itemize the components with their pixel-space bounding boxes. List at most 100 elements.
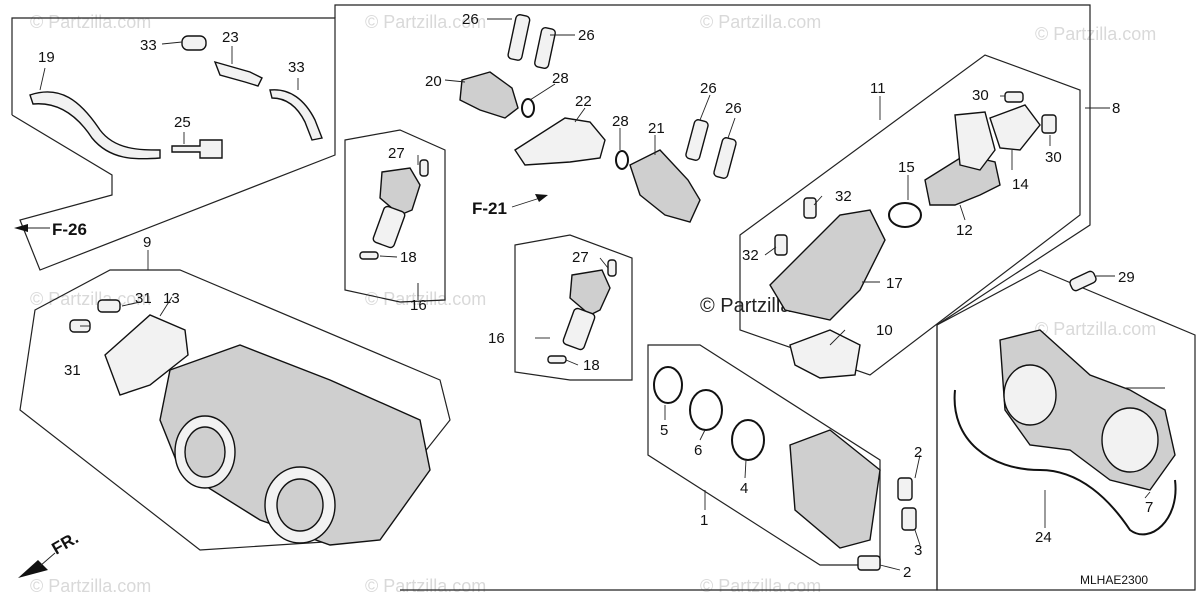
callout-17: 17: [886, 275, 903, 292]
callout-1: 1: [700, 512, 708, 529]
injector-16b-body: [562, 307, 596, 351]
injector-16-top: [379, 167, 421, 216]
leader-lines: [39, 18, 1165, 571]
watermark: © Partzilla.com: [700, 576, 821, 596]
callout-30: 30: [972, 87, 989, 104]
callout-28: 28: [552, 70, 569, 87]
main-frame: [334, 4, 1091, 591]
joint-23: [213, 60, 263, 87]
callout-32: 32: [835, 188, 852, 205]
actuator-group-outline: [739, 54, 1081, 376]
oring-27: [419, 159, 429, 177]
callout-18: 18: [400, 249, 417, 266]
hose-33-right: [269, 89, 323, 141]
callout-26: 26: [700, 80, 717, 97]
watermark: © Partzilla.com: [365, 576, 486, 596]
gasket-24: [953, 389, 1177, 536]
callout-33: 33: [288, 59, 305, 76]
callout-29: 29: [1118, 269, 1135, 286]
gasket-5: [653, 366, 683, 404]
injector-16b-top: [569, 269, 611, 316]
watermark: © Partzilla.com: [700, 12, 821, 32]
bolt-26a: [507, 14, 531, 61]
bolt-2a: [897, 477, 913, 501]
plate-14: [989, 104, 1041, 151]
callout-18: 18: [583, 357, 600, 374]
callout-27: 27: [572, 249, 589, 266]
callout-30: 30: [1045, 149, 1062, 166]
callout-20: 20: [425, 73, 442, 90]
callout-2: 2: [914, 444, 922, 461]
bolt-31-upper: [97, 299, 121, 313]
callout-22: 22: [575, 93, 592, 110]
bolt-26b: [534, 27, 556, 69]
arrow-front-icon: [18, 560, 48, 578]
callout-2: 2: [903, 564, 911, 581]
arrow-f26-icon: [14, 224, 28, 232]
oring-15: [888, 202, 922, 228]
bolt-26d: [713, 137, 737, 179]
unit-1: [789, 429, 881, 549]
gasket-6: [689, 389, 723, 431]
throttle-bore-right-inner: [276, 478, 324, 532]
callout-7: 7: [1145, 499, 1153, 516]
callout-8: 8: [1112, 100, 1120, 117]
sensor-top-12: [954, 111, 996, 171]
fuel-rail-parts: [459, 14, 737, 223]
callout-4: 4: [740, 480, 748, 497]
callout-26: 26: [725, 100, 742, 117]
watermark: © Partzilla.com: [1035, 319, 1156, 339]
hose-19: [29, 91, 161, 160]
bracket-13: [104, 314, 189, 396]
gasket-10: [789, 329, 861, 379]
callout-31: 31: [64, 362, 81, 379]
callout-12: 12: [956, 222, 973, 239]
ref-f26: F-26: [52, 220, 87, 239]
bolt-32b: [774, 234, 788, 256]
callout-24: 24: [1035, 529, 1052, 546]
oring-28b: [615, 150, 629, 170]
arrow-f21-icon: [535, 194, 548, 202]
injector-box-1: [344, 129, 446, 303]
cover-7-lobe-left: [1003, 364, 1057, 426]
group-outlines: [11, 4, 1196, 591]
callouts: 19 33 23 33 25 9 31 13 31 27 18 16 26 26…: [38, 11, 1153, 581]
injector-box-2: [514, 234, 633, 381]
callout-26: 26: [578, 27, 595, 44]
callout-23: 23: [222, 29, 239, 46]
watermark: © Partzilla.com: [30, 12, 151, 32]
oring-27b: [607, 259, 617, 277]
throttle-body-outline: [19, 269, 451, 551]
watermark: © Partzilla.com: [1035, 24, 1156, 44]
callout-14: 14: [1012, 176, 1029, 193]
bolt-30a: [1004, 91, 1024, 103]
callout-16: 16: [410, 297, 427, 314]
callout-6: 6: [694, 442, 702, 459]
cover-7-lobe-right: [1101, 407, 1159, 473]
callout-31: 31: [135, 290, 152, 307]
watermark: © Partzilla.com: [30, 576, 151, 596]
bolt-2b: [857, 555, 881, 571]
pipe-22: [514, 117, 606, 166]
joint-33-left: [181, 35, 207, 51]
watermark: © Partzilla.com: [365, 12, 486, 32]
callout-13: 13: [163, 290, 180, 307]
watermark: © Partzilla.com: [365, 289, 486, 309]
callout-15: 15: [898, 159, 915, 176]
watermark: © Partzilla.com: [30, 289, 151, 309]
callout-26: 26: [462, 11, 479, 28]
ecu-parts: [653, 366, 917, 571]
callout-33: 33: [140, 37, 157, 54]
bolt-32a: [803, 197, 817, 219]
callout-5: 5: [660, 422, 668, 439]
oring-18b: [547, 355, 567, 364]
cover-parts: [953, 270, 1177, 536]
valve-25: [171, 139, 223, 159]
bolt-30b: [1041, 114, 1057, 134]
throttle-bore-left-inner: [184, 426, 226, 478]
callout-11: 11: [870, 80, 886, 97]
callout-16: 16: [488, 330, 505, 347]
diagram-code: MLHAE2300: [1080, 573, 1148, 587]
callout-9: 9: [143, 234, 151, 251]
